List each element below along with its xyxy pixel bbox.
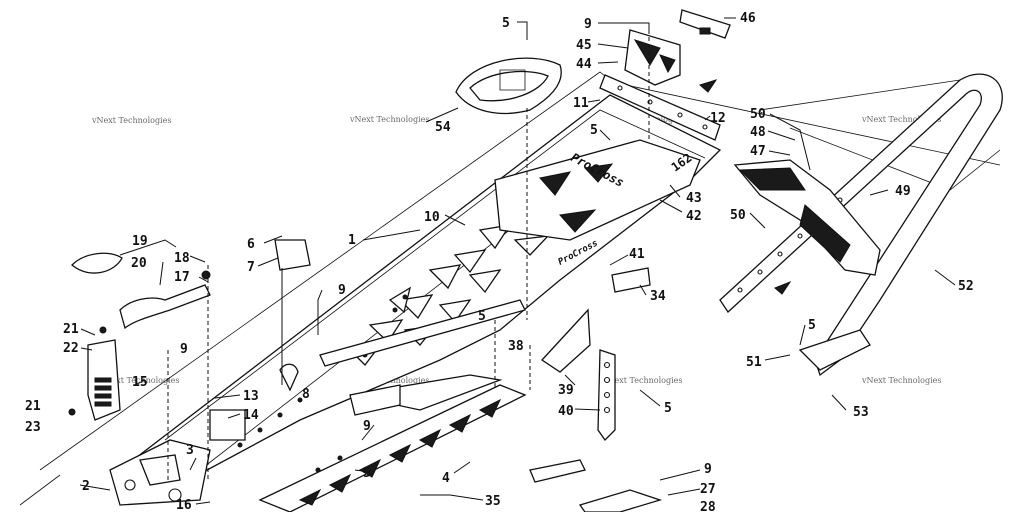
callout-14: 14 xyxy=(243,408,259,423)
watermark-7: vNext Technologies xyxy=(602,376,682,385)
callout-5b: 5 xyxy=(590,123,598,138)
callout-12: 12 xyxy=(710,111,726,126)
callout-5: 5 xyxy=(502,16,510,31)
watermark-2: vNext Technologies xyxy=(349,115,429,124)
callout-9e: 9 xyxy=(704,462,712,477)
callout-19: 19 xyxy=(132,234,148,249)
callout-42: 42 xyxy=(686,209,702,224)
callout-9b: 9 xyxy=(338,283,346,298)
rear-bracket xyxy=(624,9,731,86)
callout-54: 54 xyxy=(435,120,451,135)
left-parts xyxy=(68,239,401,441)
callout-11: 11 xyxy=(573,96,589,111)
callout-9d: 9 xyxy=(363,419,371,434)
watermark-1: vNext Technologies xyxy=(91,116,171,125)
callout-5f: 5 xyxy=(664,401,672,416)
callout-3: 3 xyxy=(186,443,194,458)
front-frame xyxy=(109,439,211,506)
callout-10: 10 xyxy=(424,210,440,225)
callout-44: 44 xyxy=(576,57,592,72)
callout-43: 43 xyxy=(686,191,702,206)
bracket-center xyxy=(349,384,401,416)
module-14 xyxy=(209,409,246,441)
callout-47: 47 xyxy=(750,144,766,159)
callout-45: 45 xyxy=(576,38,592,53)
plate-34 xyxy=(611,267,651,293)
callout-34: 34 xyxy=(650,289,666,304)
callout-49: 49 xyxy=(895,184,911,199)
callout-20: 20 xyxy=(131,256,147,271)
callout-21b: 21 xyxy=(25,399,41,414)
callout-15: 15 xyxy=(132,375,148,390)
snow-flap xyxy=(733,159,881,276)
callout-7: 7 xyxy=(247,260,255,275)
callout-5e: 5 xyxy=(478,309,486,324)
watermark-4: vNext Technologies xyxy=(861,115,941,124)
callout-35: 35 xyxy=(485,494,501,509)
seat xyxy=(455,57,562,115)
callout-48: 48 xyxy=(750,125,766,140)
callout-18: 18 xyxy=(174,251,190,266)
callout-46: 46 xyxy=(740,11,756,26)
cover-19 xyxy=(71,252,123,274)
callout-4: 4 xyxy=(442,471,450,486)
tunnel: ProCross 162 ProCross xyxy=(118,94,722,491)
callout-2: 2 xyxy=(82,479,90,494)
running-board xyxy=(258,374,663,512)
callout-50: 50 xyxy=(750,107,766,122)
callout-22: 22 xyxy=(63,341,79,356)
callout-40: 40 xyxy=(558,404,574,419)
callout-38: 38 xyxy=(508,339,524,354)
tunnel-decal-triangles xyxy=(539,163,614,233)
callout-9: 9 xyxy=(584,17,592,32)
callout-17: 17 xyxy=(174,270,190,285)
watermark-8: vNext Technologies xyxy=(861,376,941,385)
callout-5d: 5 xyxy=(363,466,371,481)
bracket-7 xyxy=(274,239,311,271)
callout-1: 1 xyxy=(348,233,356,248)
brace-17 xyxy=(119,284,211,330)
callout-13: 13 xyxy=(243,389,259,404)
callout-28: 28 xyxy=(700,500,716,512)
callout-51: 51 xyxy=(746,355,762,370)
callout-8: 8 xyxy=(302,387,310,402)
callout-6: 6 xyxy=(247,237,255,252)
callout-52: 52 xyxy=(958,279,974,294)
callout-27: 27 xyxy=(700,482,716,497)
callout-50b: 50 xyxy=(730,208,746,223)
leader-lines xyxy=(79,17,956,505)
callout-39: 39 xyxy=(558,383,574,398)
callout-53: 53 xyxy=(853,405,869,420)
callout-23: 23 xyxy=(25,420,41,435)
callout-21: 21 xyxy=(63,322,79,337)
callout-41: 41 xyxy=(629,247,645,262)
callout-5c: 5 xyxy=(808,318,816,333)
callout-numbers: 5 9 46 45 44 11 12 5 54 1 10 6 7 9 43 42… xyxy=(25,11,974,512)
watermark-5: vNext Technologies xyxy=(99,376,179,385)
panel-39 xyxy=(541,308,591,373)
callout-9c: 9 xyxy=(180,342,188,357)
direction-arrow-icon xyxy=(698,79,792,295)
callout-16: 16 xyxy=(176,498,192,512)
